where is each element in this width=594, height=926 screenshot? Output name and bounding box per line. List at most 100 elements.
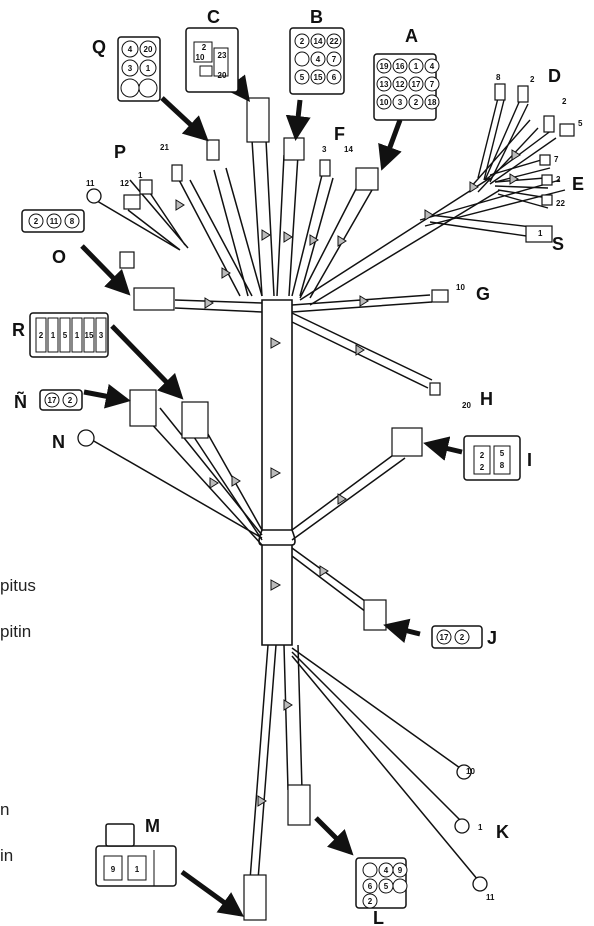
wire-p-12: 12 [120, 179, 129, 188]
wire-h-20: 20 [462, 401, 471, 410]
pin-a-16: 16 [396, 62, 405, 71]
pin-i-8: 8 [500, 461, 505, 470]
side-text-4: in [0, 846, 14, 865]
trunk-markers [270, 337, 282, 591]
label-f: F [334, 124, 345, 144]
label-s: S [552, 234, 564, 254]
pin-j-17: 17 [440, 633, 449, 642]
wire-d-8: 8 [496, 73, 501, 82]
connector-labels: A B C D E F G H I J K L M N Ñ O P Q R S [12, 7, 584, 926]
wire-k-11: 11 [486, 893, 495, 902]
label-g: G [476, 284, 490, 304]
pin-n-tilde-17: 17 [48, 396, 57, 405]
label-r: R [12, 320, 25, 340]
label-q: Q [92, 37, 106, 57]
pin-a-19: 19 [380, 62, 389, 71]
pin-a-13: 13 [380, 80, 389, 89]
label-j: J [487, 628, 497, 648]
wire-k-10: 10 [466, 767, 475, 776]
wire-p-21: 21 [160, 143, 169, 152]
pin-q-1: 1 [146, 64, 151, 73]
label-e: E [572, 174, 584, 194]
side-text-1: pitus [0, 576, 36, 595]
connector-c-detail [193, 41, 229, 77]
pin-r-1b: 1 [75, 331, 80, 340]
side-text-3: n [0, 800, 10, 819]
pin-b-15: 15 [314, 73, 323, 82]
connector-m-detail [103, 850, 155, 886]
pin-i-5: 5 [500, 449, 505, 458]
wire-plugs [119, 83, 575, 921]
connector-i-slots [473, 445, 511, 475]
label-n-tilde: Ñ [14, 391, 27, 412]
side-text-2: pitin [0, 622, 32, 641]
pin-r-5: 5 [63, 331, 68, 340]
def-branches [419, 97, 566, 239]
upper-branches [91, 139, 501, 389]
wire-numbers: 8 2 2 5 7 2 22 3 14 21 1 12 11 10 20 10 … [86, 73, 583, 902]
pin-o-11: 11 [50, 217, 59, 226]
pin-a-10: 10 [380, 98, 389, 107]
pin-c-20: 20 [218, 71, 227, 80]
wire-d-5: 5 [578, 119, 583, 128]
branch-markers [175, 149, 521, 807]
pin-i-2b: 2 [480, 463, 485, 472]
pin-c-2: 2 [202, 43, 207, 52]
connector-r-slots [35, 317, 107, 353]
ring-terminals [77, 188, 488, 892]
pin-l-6: 6 [368, 882, 373, 891]
label-h: H [480, 389, 493, 409]
wire-d-2b: 2 [562, 97, 567, 106]
wire-g-10: 10 [456, 283, 465, 292]
pin-l-4: 4 [384, 866, 389, 875]
wire-e-22: 22 [556, 199, 565, 208]
pin-a-4: 4 [430, 62, 435, 71]
pin-a-17: 17 [412, 80, 421, 89]
pin-o-2: 2 [34, 217, 39, 226]
label-p: P [114, 142, 126, 162]
pin-b-14: 14 [314, 37, 323, 46]
label-a: A [405, 26, 418, 46]
label-o: O [52, 247, 66, 267]
pin-q-4: 4 [128, 45, 133, 54]
wire-k-1: 1 [478, 823, 483, 832]
wire-f-14: 14 [344, 145, 353, 154]
pin-a-2: 2 [414, 98, 419, 107]
pin-j-2: 2 [460, 633, 465, 642]
wire-p-11: 11 [86, 179, 95, 188]
pin-b-4: 4 [316, 55, 321, 64]
pin-l-5: 5 [384, 882, 389, 891]
wire-e-2: 2 [556, 175, 561, 184]
pin-q-20: 20 [144, 45, 153, 54]
label-n: N [52, 432, 65, 452]
pin-b-5: 5 [300, 73, 305, 82]
pin-m-1: 1 [135, 865, 140, 874]
pin-n-tilde-2: 2 [68, 396, 73, 405]
pin-o-8: 8 [70, 217, 75, 226]
pin-b-6: 6 [332, 73, 337, 82]
pin-m-9: 9 [111, 865, 116, 874]
pin-b-2: 2 [300, 37, 305, 46]
label-d: D [548, 66, 561, 86]
pin-l-9: 9 [398, 866, 403, 875]
label-m: M [145, 816, 160, 836]
wire-p-1: 1 [138, 171, 143, 180]
pin-i-2a: 2 [480, 451, 485, 460]
wire-d-2a: 2 [530, 75, 535, 84]
pin-a-7: 7 [430, 80, 435, 89]
pin-q-3: 3 [128, 64, 133, 73]
pin-numbers: 20 3 4 1 23 2 20 10 22 4 7 14 2 5 15 6 1… [34, 37, 505, 906]
pin-b-22: 22 [330, 37, 339, 46]
pin-a-3: 3 [398, 98, 403, 107]
label-b: B [310, 7, 323, 27]
pin-a-1: 1 [414, 62, 419, 71]
label-l: L [373, 908, 384, 926]
wire-f-3: 3 [322, 145, 327, 154]
pin-r-1a: 1 [51, 331, 56, 340]
pin-c-23: 23 [218, 51, 227, 60]
pointer-arrows [80, 74, 463, 917]
pin-r-3: 3 [99, 331, 104, 340]
pin-a-12: 12 [396, 80, 405, 89]
pin-b-7: 7 [332, 55, 337, 64]
